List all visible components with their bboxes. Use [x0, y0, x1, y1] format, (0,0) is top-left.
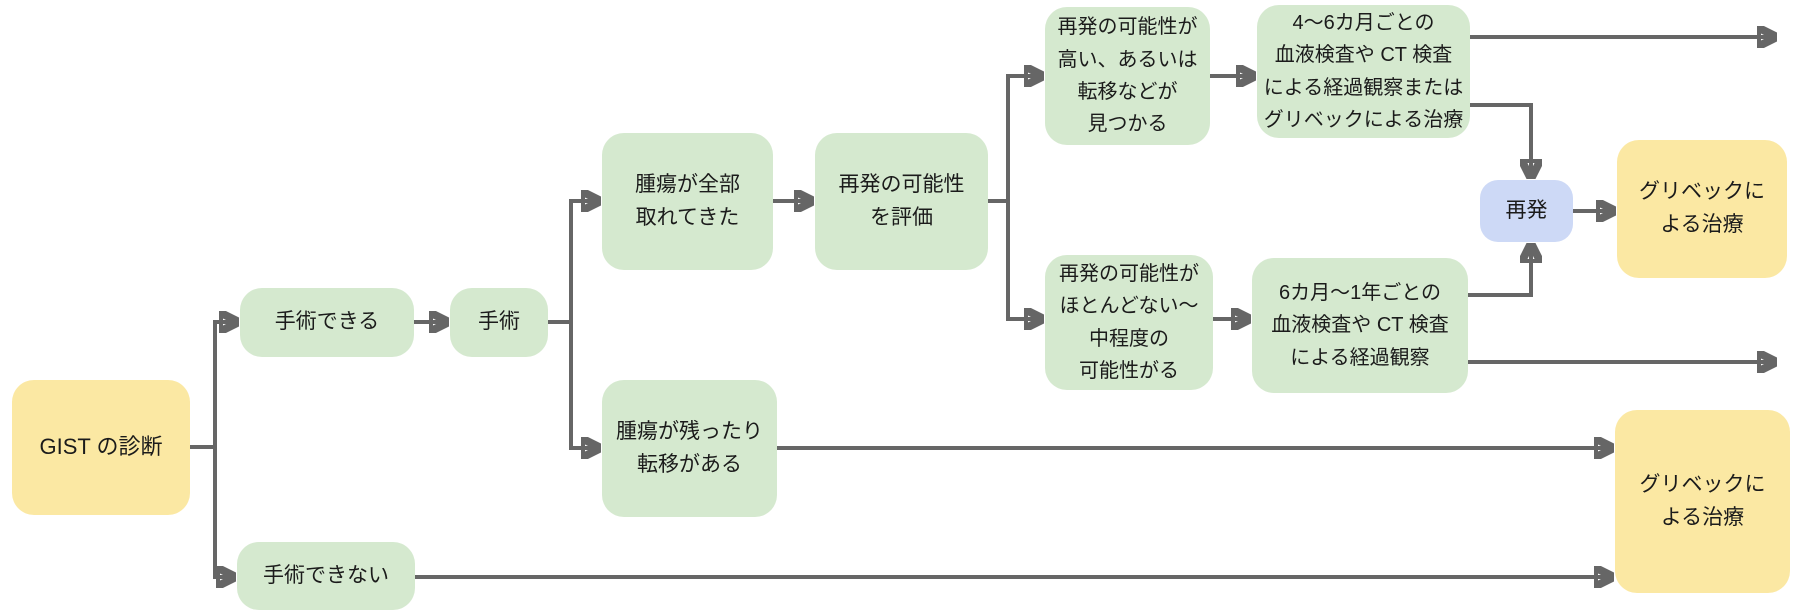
node-followup-6-12-months: 6カ月〜1年ごとの 血液検査や CT 検査 による経過観察: [1252, 258, 1468, 393]
node-surgery: 手術: [450, 288, 548, 357]
node-tumor-removed-label: 腫瘍が全部 取れてきた: [635, 172, 740, 229]
node-gist-diagnosis-label: GIST の診断: [39, 434, 163, 460]
node-tumor-remains: 腫瘍が残ったり 転移がある: [602, 380, 777, 517]
node-inoperable: 手術できない: [237, 542, 415, 610]
node-low-risk-label: 再発の可能性が ほとんどない〜 中程度の 可能性がる: [1059, 262, 1199, 382]
node-gist-diagnosis: GIST の診断: [12, 380, 190, 515]
connector-surgery-tumor-removed: [548, 201, 600, 324]
node-gleevec-treatment-bottom: グリベックに よる治療: [1615, 410, 1790, 593]
node-followup-4-6-months-label: 4〜6カ月ごとの 血液検査や CT 検査 による経過観察または グリベックによる…: [1263, 11, 1464, 131]
connector-diagnosis-operable: [190, 322, 238, 449]
node-recurrence-label: 再発: [1505, 198, 1548, 222]
node-high-risk-label: 再発の可能性が 高い、あるいは 転移などが 見つかる: [1057, 16, 1198, 136]
node-low-risk: 再発の可能性が ほとんどない〜 中程度の 可能性がる: [1045, 255, 1213, 390]
node-evaluate-recurrence-label: 再発の可能性 を評価: [838, 172, 965, 229]
node-gleevec-treatment-bottom-label: グリベックに よる治療: [1639, 472, 1766, 529]
node-recurrence: 再発: [1480, 180, 1573, 242]
node-followup-6-12-months-label: 6カ月〜1年ごとの 血液検査や CT 検査 による経過観察: [1271, 281, 1449, 369]
node-followup-4-6-months: 4〜6カ月ごとの 血液検査や CT 検査 による経過観察または グリベックによる…: [1257, 5, 1470, 138]
connector-evaluate-low-risk: [1006, 201, 1043, 319]
node-operable: 手術できる: [240, 288, 414, 357]
node-gleevec-treatment-top-label: グリベックに よる治療: [1639, 180, 1765, 236]
connector-diagnosis-inoperable: [213, 447, 235, 577]
node-high-risk: 再発の可能性が 高い、あるいは 転移などが 見つかる: [1045, 7, 1210, 145]
connector-followup612-recurrence: [1468, 244, 1531, 297]
connector-surgery-tumor-remains: [569, 322, 600, 448]
node-tumor-remains-label: 腫瘍が残ったり 転移がある: [616, 419, 763, 476]
node-operable-label: 手術できる: [274, 310, 380, 334]
node-inoperable-label: 手術できない: [263, 563, 389, 587]
node-tumor-removed: 腫瘍が全部 取れてきた: [602, 133, 773, 270]
connector-evaluate-high-risk: [988, 76, 1043, 203]
connector-followup46-recurrence: [1470, 103, 1531, 178]
node-evaluate-recurrence: 再発の可能性 を評価: [815, 133, 988, 270]
node-surgery-label: 手術: [478, 310, 520, 334]
node-gleevec-treatment-top: グリベックに よる治療: [1617, 140, 1787, 278]
